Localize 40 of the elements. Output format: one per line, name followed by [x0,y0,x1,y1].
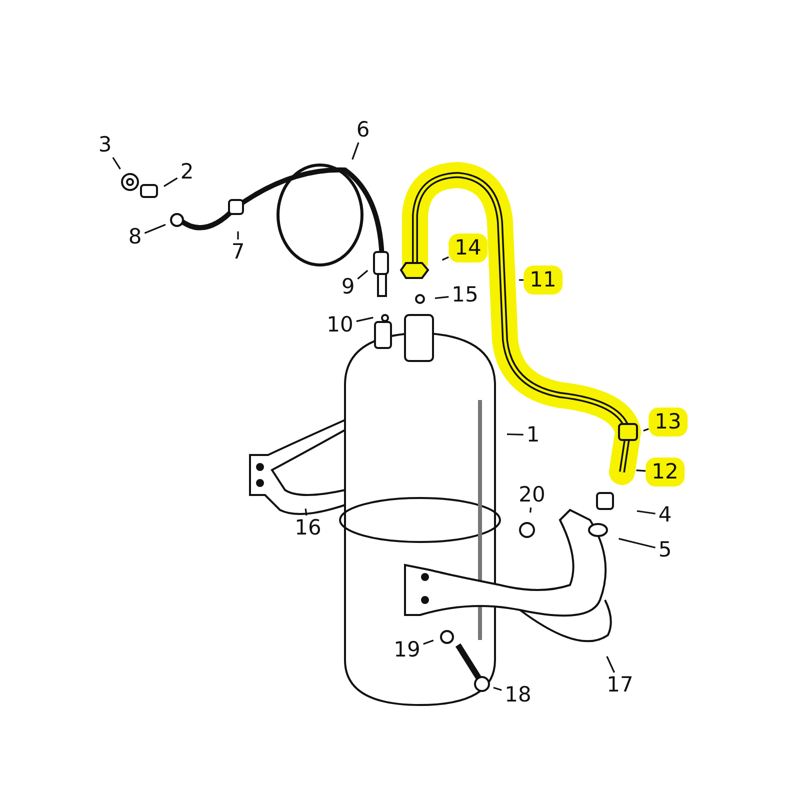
callout-number: 5 [655,538,675,562]
leader-line [237,231,239,240]
leader-line [164,177,178,187]
callout-number: 8 [125,224,145,250]
leader-line [144,224,166,234]
callout-number: 6 [353,118,373,142]
leader-line [618,538,656,548]
leader-line [606,656,616,673]
leader-line [357,270,368,280]
callout-number: 12 [646,458,684,486]
callout-number: 7 [228,240,248,264]
callout-number: 9 [338,274,358,300]
callout-number: 4 [655,502,675,528]
leader-line [352,142,360,160]
leader-line [519,279,524,281]
callout-number: 19 [390,638,424,662]
leader-line [636,510,656,514]
leader-line [530,507,532,513]
leader-line [423,640,434,645]
callout-number: 11 [524,266,562,294]
callout-number: 2 [177,160,197,184]
callout-number: 14 [448,234,488,262]
callout-number: 17 [604,672,636,698]
callout-number: 1 [523,422,543,448]
leader-line [434,296,449,300]
callout-number: 18 [502,682,534,708]
callout-number: 16 [292,516,324,540]
leader-line [356,316,374,322]
callout-number: 10 [324,312,356,338]
leader-line [304,508,308,516]
leader-line [112,157,121,170]
callout-number: 3 [95,132,115,158]
leader-line [643,428,649,432]
leader-line [636,470,646,472]
leader-line [442,256,449,261]
callout-number: 20 [516,482,548,508]
callout-number: 13 [648,408,688,436]
leader-line [506,433,524,436]
leader-line [493,686,502,691]
callout-number: 15 [448,282,482,308]
